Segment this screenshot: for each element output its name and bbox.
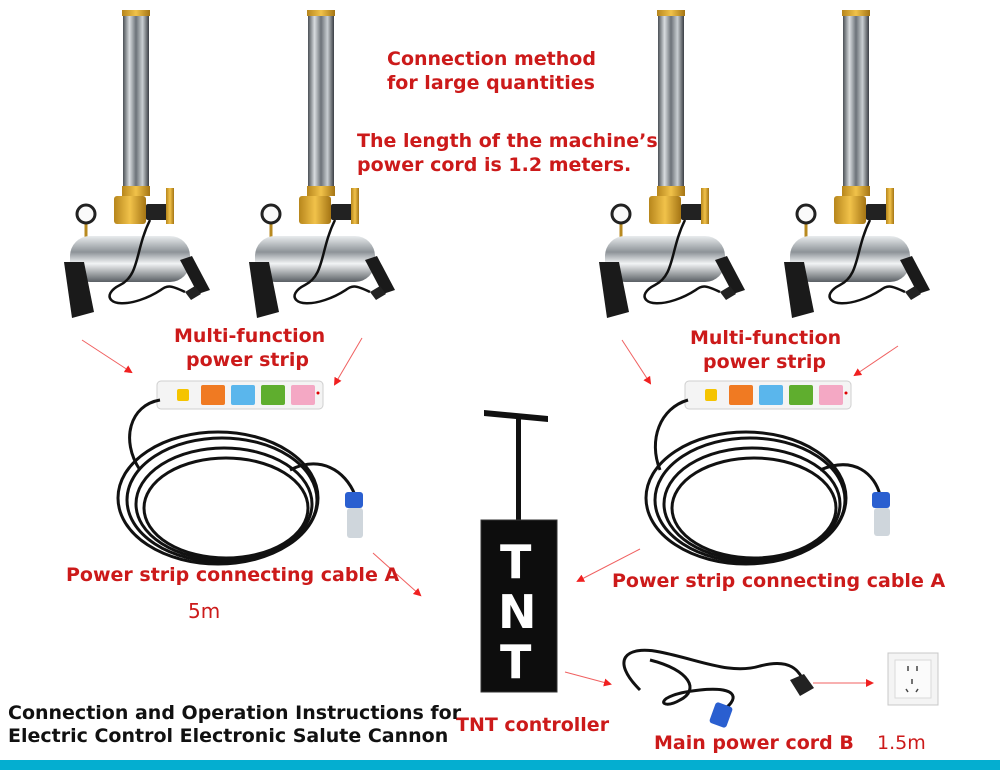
arrow-cannon1-to-strip	[81, 339, 133, 374]
arrow-cable-right-to-controller	[576, 548, 641, 582]
power-strip-right	[684, 380, 852, 410]
power-strip-right-label-2: power strip	[703, 351, 826, 373]
heading-line-2: for large quantities	[387, 72, 595, 94]
tnt-letter-n: N	[498, 585, 537, 639]
cable-a-left-label: Power strip connecting cable A	[66, 564, 400, 586]
note-line-2: power cord is 1.2 meters.	[357, 154, 632, 176]
power-strip-left	[156, 380, 324, 410]
power-strip-left-label-2: power strip	[186, 349, 309, 371]
power-strip-right-label-1: Multi-function	[690, 327, 842, 349]
powercon-connector-left	[345, 492, 363, 538]
note-line-1: The length of the machine’s	[357, 130, 658, 152]
cable-a-left-length: 5m	[188, 599, 221, 623]
cable-coil-right	[644, 430, 848, 566]
cannon-4	[782, 8, 932, 320]
tnt-controller-label: TNT controller	[456, 714, 610, 736]
wall-socket	[887, 652, 939, 706]
caption-line-1: Connection and Operation Instructions fo…	[8, 702, 462, 724]
main-power-cord-length: 1.5m	[877, 732, 926, 754]
cable-coil-left	[116, 430, 320, 566]
cable-left-lead	[128, 398, 161, 471]
main-power-cord-label: Main power cord B	[654, 732, 854, 754]
tnt-letter-t2: T	[500, 635, 532, 689]
arrow-cannon4-to-strip	[853, 345, 899, 377]
cable-a-right-label: Power strip connecting cable A	[612, 570, 946, 592]
arrow-controller-to-main-cord	[564, 671, 612, 687]
cable-right-lead	[653, 398, 689, 471]
tnt-controller	[480, 410, 558, 693]
tnt-letter-t1: T	[500, 535, 532, 589]
powercon-connector-right	[872, 492, 890, 536]
power-strip-left-label-1: Multi-function	[174, 325, 326, 347]
arrow-cannon3-to-strip	[621, 339, 652, 385]
caption-line-2: Electric Control Electronic Salute Canno…	[8, 725, 449, 747]
arrow-cable-left-to-controller	[372, 552, 422, 597]
main-power-cord	[622, 648, 814, 728]
cannon-1	[62, 8, 212, 320]
heading-line-1: Connection method	[387, 48, 596, 70]
accent-bar	[0, 760, 1000, 770]
arrow-cannon2-to-strip	[333, 337, 363, 386]
